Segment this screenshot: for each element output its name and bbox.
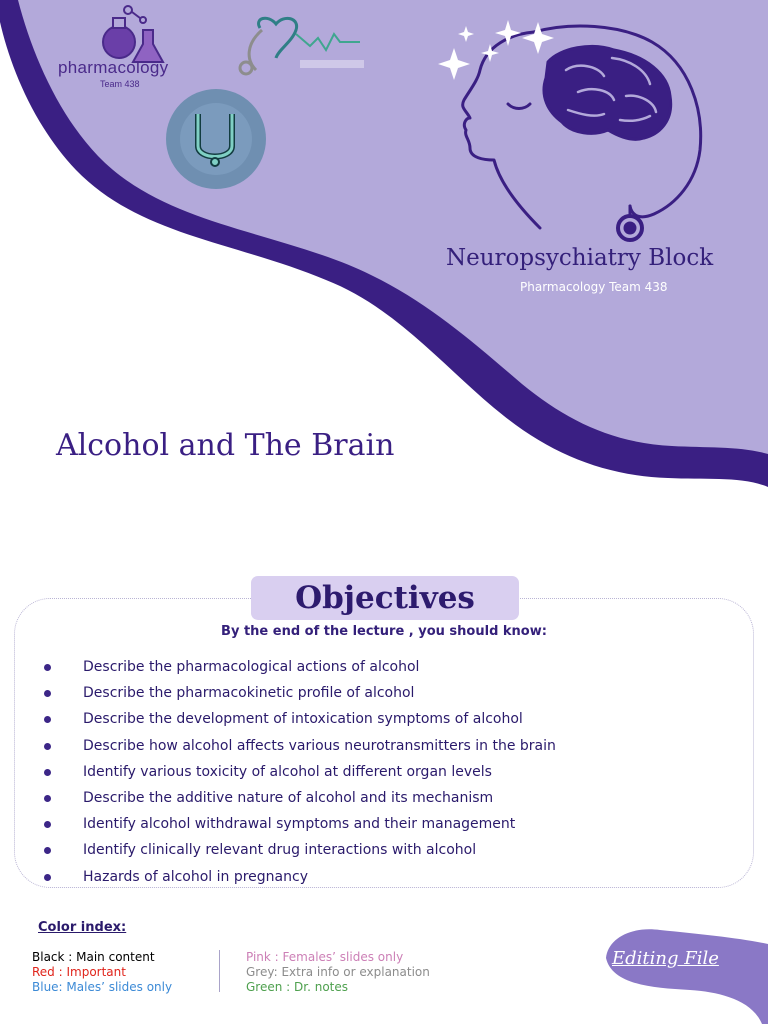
bullet-icon [44, 873, 51, 881]
pharmacology-team-text: Team 438 [100, 79, 140, 89]
objective-item: Describe the additive nature of alcohol … [44, 788, 556, 814]
objective-item: Describe how alcohol affects various neu… [44, 736, 556, 762]
objectives-label-background [251, 576, 519, 620]
color-index-title: Color index: [38, 920, 127, 935]
heart-logo-icon [238, 16, 364, 76]
sparkle-icons [438, 20, 554, 80]
color-index-red: Red : Important [32, 965, 126, 979]
objective-item: Identify various toxicity of alcohol at … [44, 762, 556, 788]
objective-item: Identify alcohol withdrawal symptoms and… [44, 814, 556, 840]
stethoscope-badge-icon [166, 89, 266, 189]
bullet-icon [44, 768, 51, 776]
bullet-icon [44, 742, 51, 750]
color-index-pink: Pink : Females’ slides only [246, 950, 404, 964]
objective-item: Describe the development of intoxication… [44, 709, 556, 735]
objective-text: Identify alcohol withdrawal symptoms and… [83, 816, 516, 833]
editing-file-link[interactable]: Editing File [612, 948, 719, 969]
block-title: Neuropsychiatry Block [446, 245, 714, 271]
objective-text: Describe the development of intoxication… [83, 711, 523, 728]
objective-item: Describe the pharmacological actions of … [44, 657, 556, 683]
flask-icon [102, 5, 165, 63]
bullet-icon [44, 821, 51, 829]
objective-text: Describe the pharmacological actions of … [83, 659, 420, 675]
objective-item: Describe the pharmacokinetic profile of … [44, 683, 556, 709]
objective-item: Hazards of alcohol in pregnancy [44, 867, 556, 893]
lecture-title: Alcohol and The Brain [56, 428, 395, 463]
bullet-icon [44, 664, 51, 671]
objective-text: Identify various toxicity of alcohol at … [83, 763, 492, 780]
objective-item: Identify clinically relevant drug intera… [44, 840, 556, 866]
objectives-intro: By the end of the lecture , you should k… [221, 624, 547, 639]
bullet-icon [44, 794, 51, 802]
bullet-icon [44, 716, 51, 724]
color-index-grey: Grey: Extra info or explanation [246, 965, 430, 979]
objective-text: Describe the pharmacokinetic profile of … [83, 685, 415, 702]
color-index-green: Green : Dr. notes [246, 980, 348, 994]
objective-text: Identify clinically relevant drug intera… [83, 842, 477, 859]
objective-text: Describe how alcohol affects various neu… [83, 737, 556, 754]
objective-text: Describe the additive nature of alcohol … [83, 789, 494, 806]
bullet-icon [44, 690, 51, 698]
editing-file-button-shape [606, 929, 768, 1024]
color-index-black: Black : Main content [32, 950, 155, 964]
block-subtitle: Pharmacology Team 438 [520, 280, 668, 294]
color-index-blue: Blue: Males’ slides only [32, 980, 173, 994]
color-index-divider [219, 950, 220, 992]
bullet-icon [44, 847, 51, 855]
brain-head-icon [461, 24, 703, 242]
pharmacology-logo-text: pharmacology [58, 58, 169, 77]
objectives-heading: Objectives [295, 580, 475, 616]
objectives-list: Describe the pharmacological actions of … [44, 657, 556, 893]
objective-text: Hazards of alcohol in pregnancy [83, 868, 308, 885]
